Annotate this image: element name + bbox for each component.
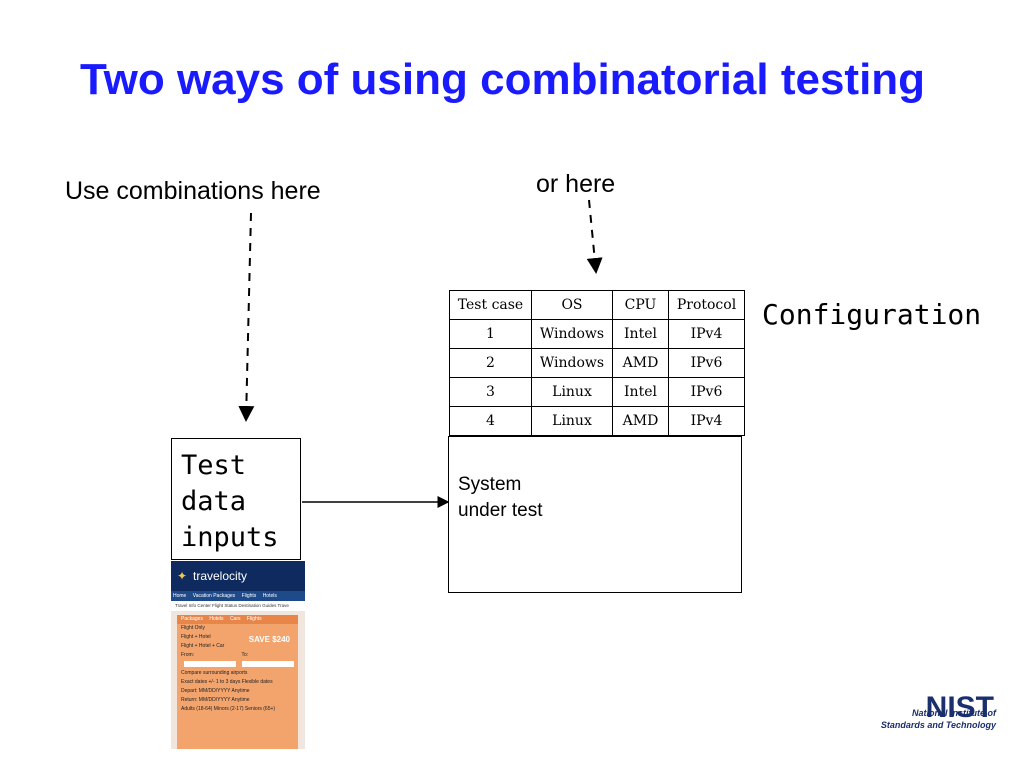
cell-test-case: 2 — [449, 348, 532, 378]
tdi-line-2: data — [181, 486, 247, 517]
travelocity-subnav: Travel Info Center Flight Status Destina… — [171, 601, 305, 611]
nav-hotels: Hotels — [262, 593, 277, 599]
from-to-labels: From: To: — [177, 651, 298, 660]
cell-os: Windows — [531, 348, 613, 378]
from-to-fields — [177, 660, 298, 669]
tdi-line-1: Test — [181, 450, 247, 481]
table-row: 2 Windows AMD IPv6 — [449, 348, 745, 378]
system-under-test-box — [448, 436, 742, 593]
dashed-arrow-left — [238, 212, 255, 422]
to-label: To: — [241, 652, 249, 658]
tab-cars: Cars — [229, 616, 241, 622]
system-under-test-label: System under test — [458, 472, 543, 524]
header-cpu: CPU — [612, 290, 669, 320]
nist-logo-text: NIST — [926, 691, 994, 724]
cell-os: Windows — [531, 319, 613, 349]
dashed-arrow-right — [586, 199, 603, 274]
cell-protocol: IPv4 — [668, 406, 745, 436]
header-protocol: Protocol — [668, 290, 745, 320]
sut-line-1: System — [458, 474, 522, 495]
nav-flights: Flights — [241, 593, 257, 599]
test-data-inputs-label: Test data inputs — [181, 448, 279, 556]
table-row: 4 Linux AMD IPv4 — [449, 406, 745, 436]
travelocity-screenshot: ✦ travelocity Home Vacation Packages Fli… — [171, 561, 305, 749]
travelers-row: Adults (18-64) Minors (2-17) Seniors (65… — [181, 706, 276, 712]
date-options: Exact dates +/- 1 to 3 days Flexible dat… — [181, 679, 273, 685]
travelocity-nav: Home Vacation Packages Flights Hotels — [171, 591, 305, 601]
nav-home: Home — [173, 593, 187, 599]
cell-test-case: 3 — [449, 377, 532, 407]
caption-or-here: or here — [536, 170, 616, 198]
cell-protocol: IPv6 — [668, 348, 745, 378]
table-header-row: Test case OS CPU Protocol — [449, 290, 745, 320]
to-field — [242, 660, 294, 667]
cell-os: Linux — [531, 377, 613, 407]
cell-protocol: IPv6 — [668, 377, 745, 407]
sut-line-2: under test — [458, 500, 543, 521]
from-field — [184, 660, 236, 667]
nist-logo-icon: NIST — [926, 691, 994, 724]
from-label: From: — [181, 652, 195, 658]
compare-airports: Compare surrounding airports — [181, 670, 248, 676]
cell-os: Linux — [531, 406, 613, 436]
tab-flights: Flights — [246, 616, 262, 622]
cell-test-case: 1 — [449, 319, 532, 349]
travelocity-search-panel: Packages Hotels Cars Flights Flight Only… — [177, 615, 298, 749]
table-row: 1 Windows Intel IPv4 — [449, 319, 745, 349]
star-icon: ✦ — [177, 569, 188, 583]
nav-vacation-packages: Vacation Packages — [192, 593, 236, 599]
option-flight-hotel-car: Flight + Hotel + Car — [181, 643, 225, 649]
tdi-line-3: inputs — [181, 522, 279, 553]
nist-name-line-1: National Institute of — [912, 708, 996, 718]
slide-title: Two ways of using combinatorial testing — [80, 55, 926, 104]
test-data-inputs-box — [171, 438, 301, 560]
option-flight-only: Flight Only — [181, 625, 205, 631]
configuration-table: Test case OS CPU Protocol 1 Windows Inte… — [449, 290, 745, 436]
nist-name-line-2: Standards and Technology — [880, 720, 996, 730]
caption-use-combinations: Use combinations here — [65, 177, 321, 205]
tab-packages: Packages — [181, 616, 203, 622]
table-row: 3 Linux Intel IPv6 — [449, 377, 745, 407]
return-row: Return: MM/DD/YYYY Anytime — [181, 697, 250, 703]
tab-hotels: Hotels — [209, 616, 224, 622]
travelocity-logo: travelocity — [193, 569, 248, 583]
cell-test-case: 4 — [449, 406, 532, 436]
cell-cpu: AMD — [612, 406, 669, 436]
option-flight-hotel: Flight + Hotel — [181, 634, 211, 640]
header-test-case: Test case — [449, 290, 532, 320]
configuration-label: Configuration — [762, 298, 982, 331]
depart-row: Depart: MM/DD/YYYY Anytime — [181, 688, 250, 694]
cell-cpu: Intel — [612, 319, 669, 349]
save-badge: SAVE $240 — [248, 635, 290, 644]
header-os: OS — [531, 290, 613, 320]
cell-cpu: Intel — [612, 377, 669, 407]
cell-protocol: IPv4 — [668, 319, 745, 349]
travelocity-header: ✦ travelocity — [171, 561, 305, 591]
cell-cpu: AMD — [612, 348, 669, 378]
travelocity-tabs: Packages Hotels Cars Flights — [177, 615, 298, 624]
